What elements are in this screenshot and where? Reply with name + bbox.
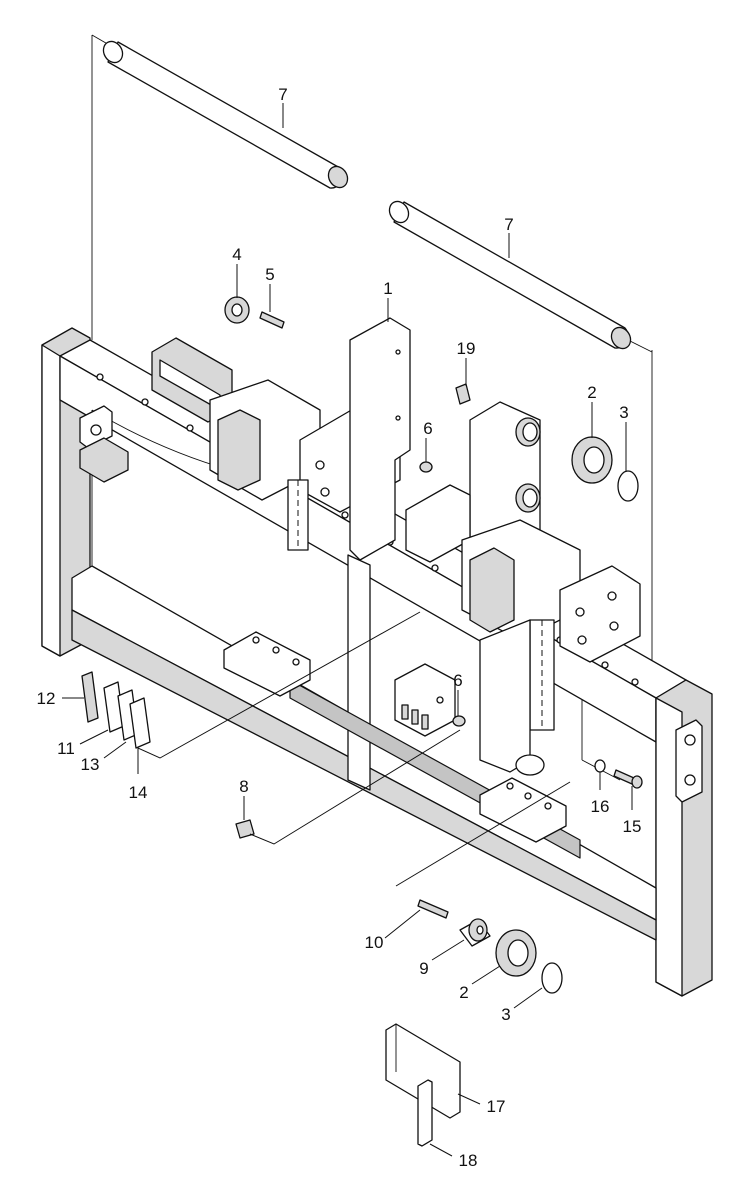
callout-2a: 2 [587,383,596,402]
callout-15: 15 [623,817,642,836]
callout-18: 18 [459,1151,478,1170]
part-5-pin [259,311,285,329]
part-6-nut-lower [452,715,466,727]
callout-4: 4 [232,245,241,264]
part-8-fitting [235,819,255,839]
part-6-nut-upper [419,461,433,473]
callout-13: 13 [81,755,100,774]
valve-block [394,663,456,737]
callout-7a: 7 [278,85,287,104]
callout-8: 8 [239,777,248,796]
callout-6b: 6 [453,671,462,690]
part-10-pin [417,899,449,919]
callout-2b: 2 [459,983,468,1002]
part-19-fitting [455,383,471,405]
part-15-bolt [613,769,643,789]
right-bracket [675,719,703,803]
part-2-bearing-upper [571,436,613,484]
callout-3a: 3 [619,403,628,422]
callout-16: 16 [591,797,610,816]
fork-hanger-right [405,401,641,776]
side-plate [349,317,411,561]
shaft-upper-left [102,40,349,189]
callout-6a: 6 [423,419,432,438]
part-16-washer [594,759,606,773]
shaft-upper-right [388,200,632,350]
callout-1: 1 [383,279,392,298]
part-3-ring-upper [617,470,639,502]
part-2-bearing-lower [495,929,537,977]
callout-11: 11 [57,739,75,758]
callout-19: 19 [457,339,476,358]
part-4-nut [224,296,250,324]
part-18-plate [417,1079,433,1147]
callout-9: 9 [419,959,428,978]
part-14-plate [129,697,151,749]
part-3-ring-lower [541,962,563,994]
part-9-collar [459,918,491,947]
callout-12: 12 [37,689,56,708]
left-bracket [79,405,129,483]
callout-labels: 1 2 2 3 3 4 5 6 6 7 7 8 9 10 11 12 13 14… [37,85,642,1170]
callout-17: 17 [487,1097,506,1116]
callout-14: 14 [129,783,148,802]
callout-3b: 3 [501,1005,510,1024]
leader-lines [62,103,633,1157]
callout-10: 10 [365,933,384,952]
part-12-pad [81,671,99,723]
lower-guide-left [223,631,311,697]
part-17-cover [385,1023,461,1119]
callout-7b: 7 [504,215,513,234]
callout-5: 5 [265,265,274,284]
